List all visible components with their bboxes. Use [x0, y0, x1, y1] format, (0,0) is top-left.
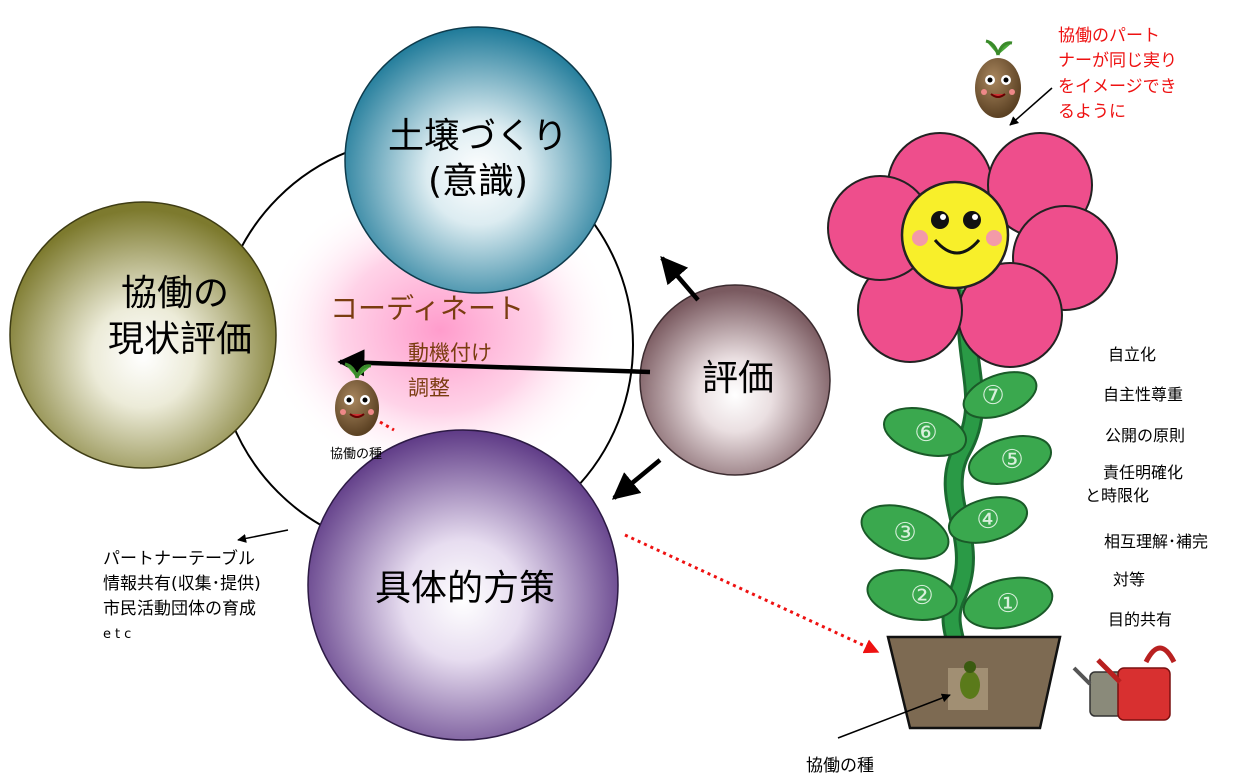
principle-item: と時限化 [1085, 486, 1149, 505]
leaf-4 [947, 496, 1029, 544]
measures-list-item: パートナーテーブル [103, 548, 255, 569]
top-note-line: 協働のパート [1058, 26, 1160, 46]
soil-subtitle: (意識) [428, 161, 528, 202]
leaf-2 [866, 569, 958, 621]
principle-item: 対等 [1113, 570, 1145, 589]
leaf-number: ⑤ [1000, 445, 1023, 475]
measures-list-item: 情報共有(収集･提供) [103, 574, 261, 594]
coordinate-label: コーディネート [330, 292, 524, 325]
flower-leaves [860, 371, 1054, 630]
soil-title: 土壌づくり [388, 116, 568, 157]
leaf-number: ③ [893, 518, 916, 548]
current-eval-line1: 協働の [121, 273, 229, 314]
leaf-number: ⑥ [914, 418, 937, 448]
pot-seed-label: 協働の種 [806, 756, 874, 776]
principle-item: 公開の原則 [1105, 426, 1185, 445]
arrow-eval-to-soil [660, 255, 700, 302]
leaf-3 [860, 504, 950, 560]
arrow-eval-to-measures [611, 458, 662, 500]
leaf-number: ① [996, 589, 1019, 619]
leaf-5 [968, 435, 1052, 485]
measures-list-etc: etc [103, 627, 135, 642]
current-evaluation-circle [9, 201, 277, 469]
measures-list-item: 市民活動団体の育成 [103, 599, 256, 619]
evaluation-circle [639, 284, 831, 476]
flower-face-icon [900, 180, 1010, 290]
leaf-7 [962, 371, 1038, 419]
leaf-1 [962, 576, 1054, 630]
measures-label: 具体的方策 [375, 568, 555, 609]
current-eval-line2: 現状評価 [108, 319, 252, 360]
principle-item: 責任明確化 [1103, 463, 1183, 482]
leaf-number: ② [910, 581, 933, 611]
top-note-line: るように [1058, 102, 1126, 122]
arrow-to-list [237, 529, 289, 543]
top-note-line: ナーが同じ実り [1058, 51, 1177, 71]
measures-circle [307, 429, 619, 741]
leaf-number: ⑦ [981, 381, 1004, 411]
watering-can-icon [1072, 645, 1177, 721]
seed-character-icon [335, 362, 379, 436]
top-note-arrow [1009, 87, 1053, 126]
pot-seed-sprout-icon [960, 661, 980, 699]
leaf-number: ④ [976, 505, 999, 535]
leaf-6 [883, 407, 967, 457]
evaluation-label: 評価 [702, 358, 774, 399]
principle-item: 自立化 [1108, 345, 1156, 364]
principle-item: 自主性尊重 [1103, 385, 1183, 404]
seed-character-top-icon [975, 39, 1021, 118]
pot-seed-arrow [837, 693, 951, 739]
top-note-line: をイメージでき [1058, 77, 1177, 97]
principle-item: 目的共有 [1108, 610, 1172, 629]
arrow-eval-to-current [337, 349, 651, 377]
soil-circle [344, 26, 612, 294]
measures-to-pot-dotted-arrow [624, 533, 880, 654]
seed-dotted-link [379, 420, 395, 432]
principle-item: 相互理解･補完 [1104, 532, 1208, 551]
adjust-label: 調整 [408, 376, 450, 400]
motivation-label: 動機付け [408, 341, 492, 365]
seed-label-center: 協働の種 [330, 446, 382, 462]
